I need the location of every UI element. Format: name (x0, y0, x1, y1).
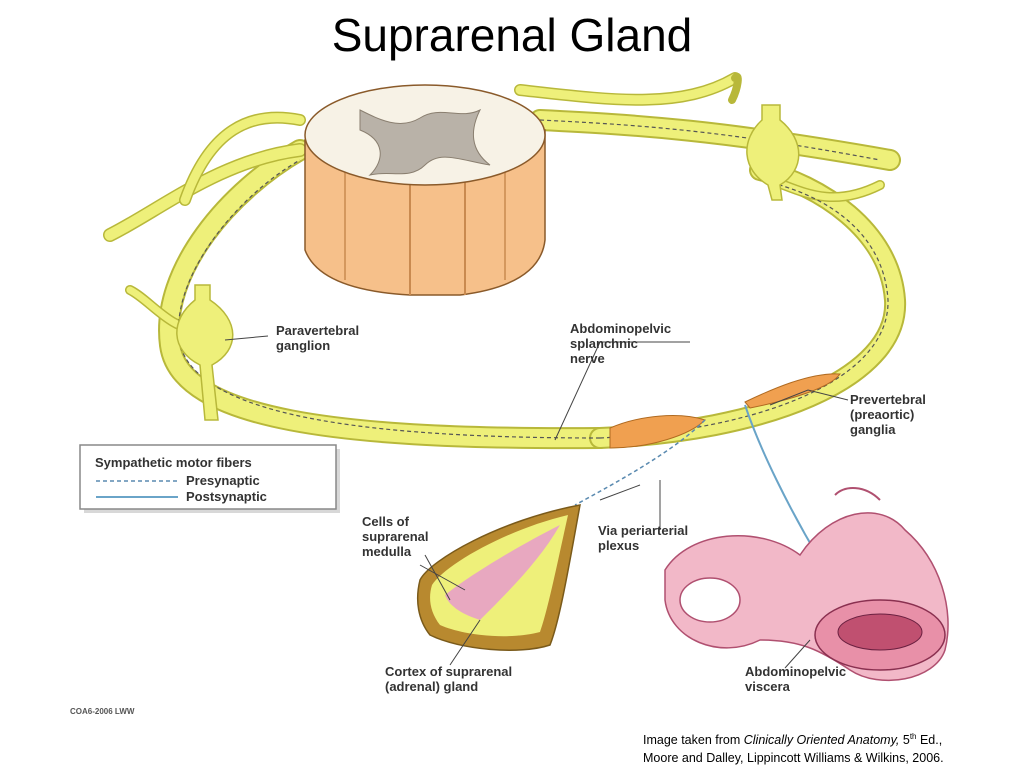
label-suprarenal-medulla: Cells of suprarenal medulla (362, 514, 432, 559)
figure-code: COA6-2006 LWW (70, 707, 135, 716)
label-periarterial-plexus: Via periarterial plexus (598, 523, 692, 553)
image-credit: Image taken from Clinically Oriented Ana… (643, 728, 1013, 767)
credit-edition-suffix: th (909, 732, 917, 741)
legend-postsynaptic: Postsynaptic (186, 489, 267, 504)
page-title: Suprarenal Gland (331, 9, 693, 61)
label-paravertebral-ganglion: Paravertebral ganglion (276, 323, 363, 353)
label-splanchnic-nerve: Abdominopelvic splanchnic nerve (570, 321, 675, 366)
suprarenal-gland-shape (417, 504, 581, 651)
legend-presynaptic: Presynaptic (186, 473, 260, 488)
spinal-cord (304, 84, 546, 296)
right-paravertebral-ganglion-shape (728, 72, 800, 201)
paravertebral-ganglion-shape (176, 284, 234, 421)
leader-lines (224, 335, 849, 669)
label-prevertebral-ganglia: Prevertebral (preaortic) ganglia (850, 392, 930, 437)
legend-heading: Sympathetic motor fibers (95, 455, 252, 470)
label-abdominopelvic-viscera: Abdominopelvic viscera (745, 664, 850, 694)
credit-book-title: Clinically Oriented Anatomy, (743, 733, 900, 748)
label-suprarenal-cortex: Cortex of suprarenal (adrenal) gland (385, 664, 516, 694)
credit-edition-number: 5 (899, 733, 910, 748)
legend: Sympathetic motor fibers Presynaptic Pos… (79, 444, 340, 513)
viscera-shape (664, 487, 949, 682)
presynaptic-fiber (574, 419, 706, 506)
credit-authors: Moore and Dalley, Lippincott Williams & … (643, 751, 944, 766)
credit-edition-rest: Ed., (916, 733, 943, 748)
credit-prefix: Image taken from (643, 733, 744, 748)
prevertebral-ganglia-shape (609, 373, 841, 449)
nerve-loop (103, 72, 907, 450)
